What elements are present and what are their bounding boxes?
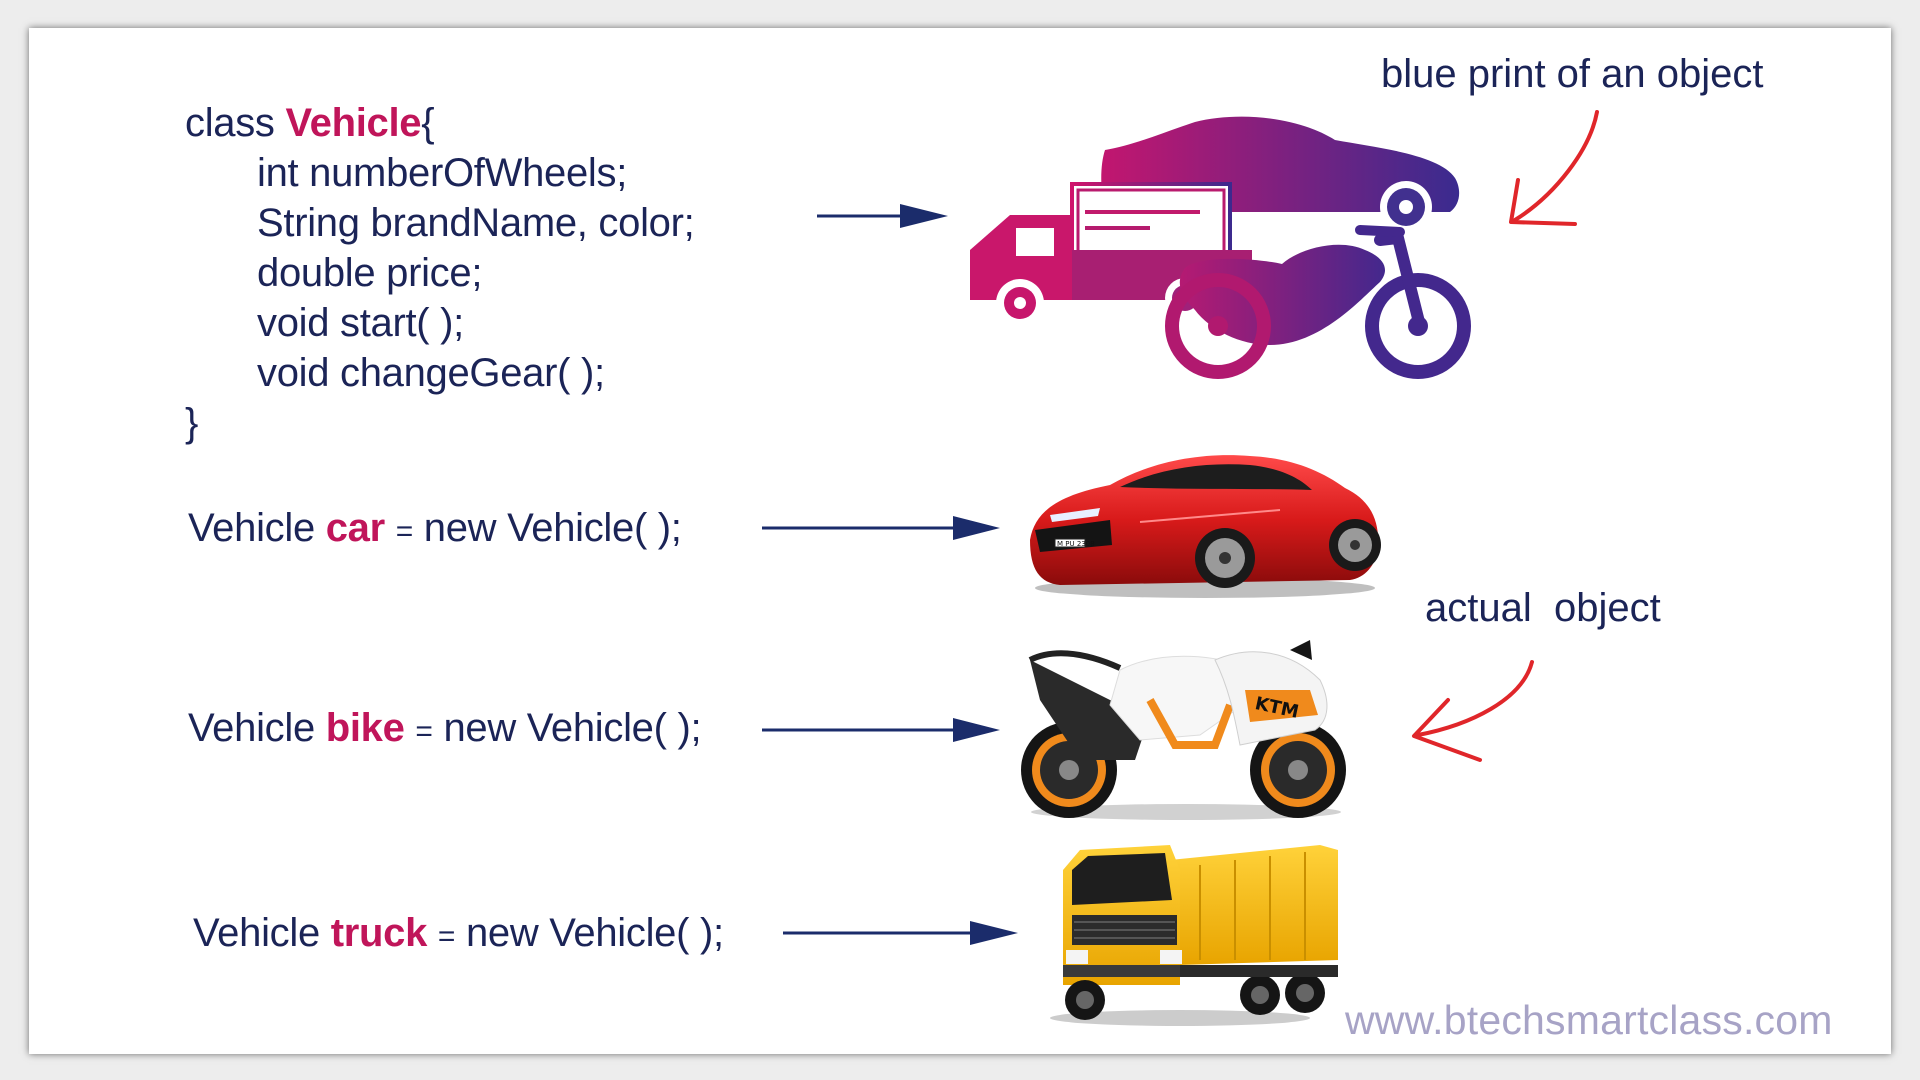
arrow-to-car <box>762 516 1000 540</box>
type-name: Vehicle <box>193 911 320 955</box>
arrow-to-truck <box>783 921 1018 945</box>
red-arrow-actual <box>1412 660 1534 762</box>
type-name: Vehicle <box>188 506 315 550</box>
instantiation-bike: Vehicle bike = new Vehicle( ); <box>188 706 702 750</box>
orange-ktm-motorcycle-image: KTM <box>1021 640 1346 820</box>
class-keyword: class <box>185 101 275 145</box>
instantiation-car: Vehicle car = new Vehicle( ); <box>188 508 682 548</box>
assign-operator: = <box>437 920 456 953</box>
class-declaration: class Vehicle{ <box>185 101 435 145</box>
instantiation-truck: Vehicle truck = new Vehicle( ); <box>193 913 724 953</box>
object-name-bike: bike <box>325 706 405 750</box>
red-arrow-blueprint <box>1509 110 1599 226</box>
member-line: void changeGear( ); <box>257 351 605 395</box>
member-line: double price; <box>257 251 483 295</box>
open-brace: { <box>421 101 435 145</box>
arrow-to-bike <box>762 718 1000 742</box>
website-url: www.btechsmartclass.com <box>1345 997 1833 1043</box>
slide-card <box>29 28 1891 1054</box>
blueprint-vehicles-icon <box>970 116 1471 379</box>
member-line: void start( ); <box>257 301 464 345</box>
red-sports-car-image: M PU 2308 <box>1030 455 1381 598</box>
car-plate: M PU 2308 <box>1057 540 1095 548</box>
close-brace: } <box>185 401 199 445</box>
blueprint-note: blue print of an object <box>1381 52 1764 96</box>
type-name: Vehicle <box>188 706 315 750</box>
new-expression: new Vehicle( ); <box>423 506 682 550</box>
member-line: int numberOfWheels; <box>257 151 628 195</box>
object-name-car: car <box>325 506 385 550</box>
object-name-truck: truck <box>330 911 428 955</box>
assign-operator: = <box>395 515 414 548</box>
arrow-to-blueprint <box>817 204 948 228</box>
member-line: String brandName, color; <box>257 201 695 245</box>
yellow-dump-truck-image <box>1050 845 1338 1026</box>
actual-object-note: actual object <box>1425 586 1661 630</box>
new-expression: new Vehicle( ); <box>443 706 702 750</box>
assign-operator: = <box>415 715 433 748</box>
class-name: Vehicle <box>285 101 422 145</box>
new-expression: new Vehicle( ); <box>465 911 724 955</box>
